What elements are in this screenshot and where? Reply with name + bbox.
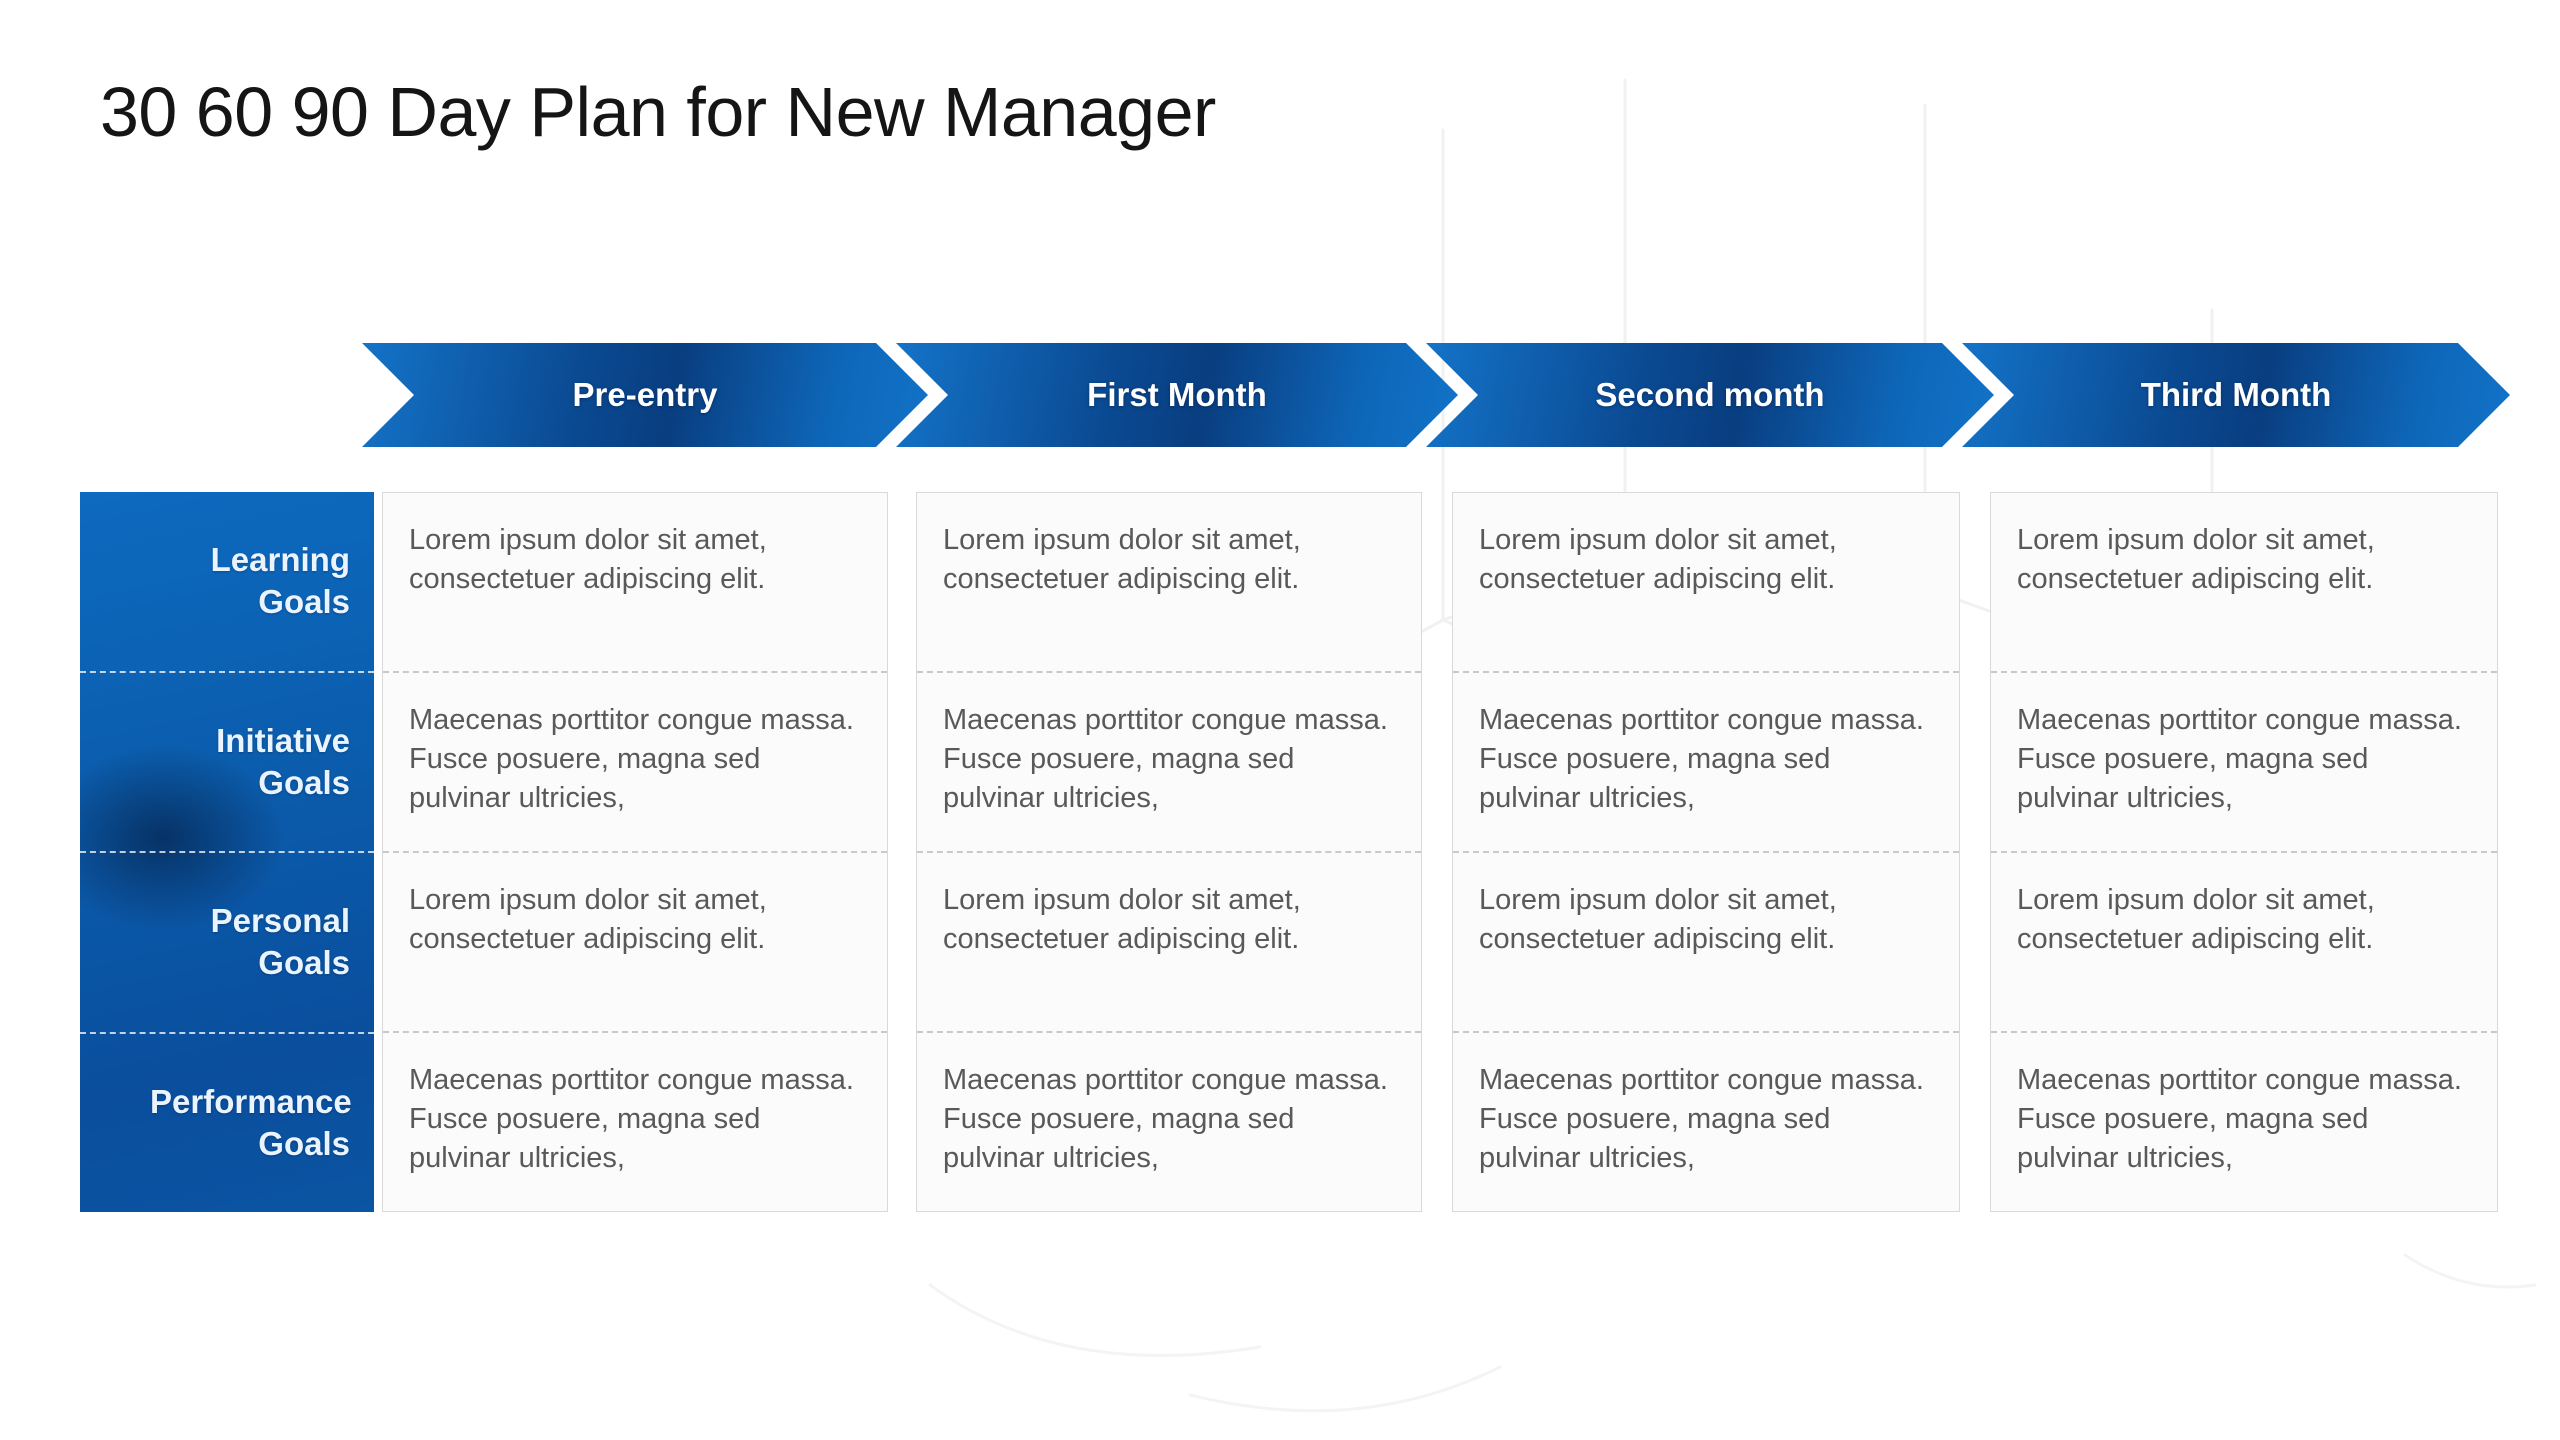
- row-header-personal-goals: Personal Goals: [80, 851, 374, 1032]
- phase-arrow-first-month: First Month: [896, 343, 1458, 447]
- phase-label: First Month: [1087, 376, 1267, 413]
- phase-label: Pre-entry: [572, 376, 718, 413]
- phase-label: Third Month: [2140, 376, 2332, 413]
- row-header-initiative-goals: Initiative Goals: [80, 670, 374, 852]
- row-header-column: Learning Goals Initiative Goals Personal…: [80, 492, 374, 1212]
- row-header-label: Personal Goals: [210, 902, 350, 982]
- cell-personal-first-month: Lorem ipsum dolor sit amet, consectetuer…: [917, 851, 1421, 1031]
- column-pre-entry: Lorem ipsum dolor sit amet, consectetuer…: [382, 492, 888, 1212]
- cell-performance-first-month: Maecenas porttitor congue massa. Fusce p…: [917, 1031, 1421, 1211]
- row-header-label: Performance Goals: [150, 1082, 352, 1162]
- column-third-month: Lorem ipsum dolor sit amet, consectetuer…: [1990, 492, 2498, 1212]
- cell-initiative-first-month: Maecenas porttitor congue massa. Fusce p…: [917, 671, 1421, 851]
- cell-initiative-third-month: Maecenas porttitor congue massa. Fusce p…: [1991, 671, 2497, 851]
- cell-personal-second-month: Lorem ipsum dolor sit amet, consectetuer…: [1453, 851, 1959, 1031]
- phase-label: Second month: [1595, 376, 1825, 413]
- cell-learning-first-month: Lorem ipsum dolor sit amet, consectetuer…: [943, 524, 1301, 595]
- phase-arrow-pre-entry: Pre-entry: [362, 343, 928, 447]
- cell-performance-second-month: Maecenas porttitor congue massa. Fusce p…: [1453, 1031, 1959, 1211]
- row-header-label: Initiative Goals: [216, 721, 350, 801]
- cell-initiative-pre-entry: Maecenas porttitor congue massa. Fusce p…: [383, 671, 887, 851]
- cell-learning-third-month: Lorem ipsum dolor sit amet, consectetuer…: [2017, 524, 2375, 595]
- column-first-month: Lorem ipsum dolor sit amet, consectetuer…: [916, 492, 1422, 1212]
- cell-initiative-second-month: Maecenas porttitor congue massa. Fusce p…: [1453, 671, 1959, 851]
- cell-personal-pre-entry: Lorem ipsum dolor sit amet, consectetuer…: [383, 851, 887, 1031]
- row-header-performance-goals: Performance Goals: [80, 1031, 374, 1213]
- slide-title: 30 60 90 Day Plan for New Manager: [100, 73, 1216, 151]
- row-header-learning-goals: Learning Goals: [80, 492, 374, 671]
- column-second-month: Lorem ipsum dolor sit amet, consectetuer…: [1452, 492, 1960, 1212]
- row-header-label: Learning Goals: [210, 541, 350, 621]
- cell-performance-third-month: Maecenas porttitor congue massa. Fusce p…: [1991, 1031, 2497, 1211]
- cell-learning-pre-entry: Lorem ipsum dolor sit amet, consectetuer…: [409, 524, 767, 595]
- cell-performance-pre-entry: Maecenas porttitor congue massa. Fusce p…: [383, 1031, 887, 1211]
- cell-learning-second-month: Lorem ipsum dolor sit amet, consectetuer…: [1479, 524, 1837, 595]
- phase-arrow-second-month: Second month: [1426, 343, 1994, 447]
- phase-arrow-third-month: Third Month: [1962, 343, 2510, 447]
- cell-personal-third-month: Lorem ipsum dolor sit amet, consectetuer…: [1991, 851, 2497, 1031]
